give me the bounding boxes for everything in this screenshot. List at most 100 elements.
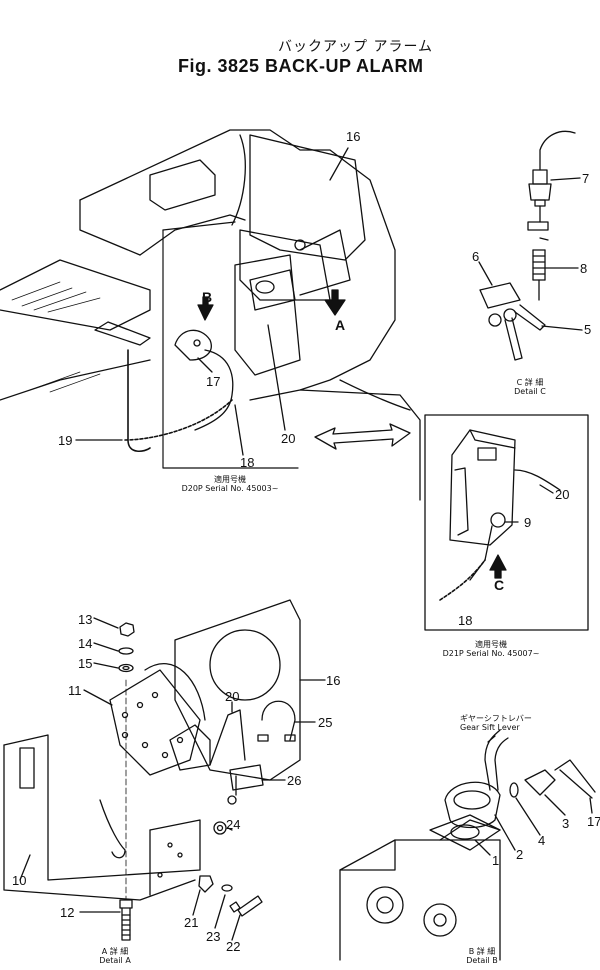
leader-16-top: [329, 147, 349, 181]
caption-gear-lever-en: Gear Sift Lever: [460, 723, 520, 733]
leader-17-lower: [589, 797, 593, 814]
callout-8: 8: [580, 261, 588, 276]
caption-d20p-jp: 適用号機: [214, 475, 246, 484]
caption-gear-lever-jp: ギヤーシフトレバー: [460, 714, 532, 723]
figure-title: Fig. 3825 BACK-UP ALARM: [178, 56, 424, 76]
leader-17-top: [197, 357, 213, 373]
leader-22: [231, 914, 241, 941]
callout-12: 12: [60, 905, 75, 920]
callout-16-lower: 16: [326, 673, 341, 688]
panel-16-lower: [174, 599, 301, 781]
caption-d20p-en: D20P Serial No. 45003~: [181, 484, 279, 494]
arrow-view-b: [197, 296, 214, 321]
callout-4: 4: [538, 833, 546, 848]
washer-4: [509, 782, 519, 798]
callout-20-lower: 20: [225, 689, 240, 704]
hardware-21-24: [198, 821, 263, 917]
figure-title-japanese: バックアップ アラーム: [278, 39, 434, 55]
bolt-12: [119, 899, 133, 941]
leader-24: [227, 827, 233, 831]
callout-26: 26: [287, 773, 302, 788]
caption-d21p-jp: 適用号機: [475, 640, 507, 649]
caption-gear-lever: ギヤーシフトレバー Gear Sift Lever: [460, 714, 532, 732]
spring-8: [532, 237, 549, 301]
leader-3: [544, 794, 566, 816]
caption-detail-c-en: Detail C: [514, 387, 546, 397]
wire-19-lead: [127, 349, 151, 452]
caption-detail-b-jp: B 詳 細: [468, 947, 496, 956]
callout-17-top: 17: [206, 374, 221, 389]
arrow-view-a: [324, 289, 346, 316]
detail-frame-d20p: [162, 229, 299, 469]
caption-d21p-en: D21P Serial No. 45007~: [442, 649, 540, 659]
callout-1: 1: [492, 853, 500, 868]
mount-plate-11: [109, 663, 211, 776]
caption-detail-a-en: Detail A: [99, 956, 131, 966]
caption-d21p: 適用号機 D21P Serial No. 45007~: [426, 640, 556, 658]
callout-16-top: 16: [346, 129, 361, 144]
wire-18-d21p: [439, 559, 486, 601]
lever-housing-1: [429, 781, 501, 851]
alarm-unit-d21p: [449, 429, 561, 581]
callout-20-d21p: 20: [555, 487, 570, 502]
horn-17-top: [174, 329, 234, 431]
leader-2: [494, 814, 516, 851]
caption-d20p: 適用号機 D20P Serial No. 45003~: [170, 475, 290, 493]
switch-7: [527, 130, 576, 231]
leader-20-d21p: [539, 484, 554, 494]
detail-frame-top: [162, 221, 236, 231]
callout-13: 13: [78, 612, 93, 627]
wire-harness-19: [124, 399, 233, 441]
mount-plate-16-top: [239, 134, 366, 301]
callout-24: 24: [226, 817, 241, 832]
caption-detail-c-jp: C 詳 細: [516, 378, 544, 387]
view-marker-c: C: [494, 577, 505, 593]
callout-11: 11: [68, 683, 82, 698]
view-marker-b: B: [202, 289, 213, 305]
callout-18-top: 18: [240, 455, 255, 470]
callout-7: 7: [582, 171, 590, 186]
leader-gear-lever: [487, 735, 496, 743]
switch-3: [524, 759, 596, 799]
leader-5: [541, 325, 583, 331]
leader-21: [192, 889, 201, 916]
view-marker-a: A: [335, 317, 346, 333]
fasteners-13-15: [118, 622, 135, 673]
gear-lever: [484, 729, 509, 791]
caption-detail-b: B 詳 細 Detail B: [452, 947, 512, 965]
bracket-6: [479, 282, 546, 361]
callout-6: 6: [472, 249, 480, 264]
callout-22: 22: [226, 939, 241, 954]
wire-20-lower: [209, 709, 246, 766]
caption-detail-b-en: Detail B: [466, 956, 498, 966]
leader-14: [93, 642, 119, 652]
leader-13: [93, 617, 119, 629]
tractor-body-outline: [0, 129, 421, 501]
arrow-view-c: [489, 554, 507, 579]
leader-6: [478, 261, 493, 286]
caption-detail-a: A 詳 細 Detail A: [85, 947, 145, 965]
callout-19: 19: [58, 433, 73, 448]
caption-detail-a-jp: A 詳 細: [101, 947, 129, 956]
tractor-hatching: [11, 281, 101, 393]
leader-1: [474, 839, 491, 856]
callout-3: 3: [562, 816, 570, 831]
callout-10: 10: [12, 873, 27, 888]
engine-block: [339, 819, 501, 961]
caption-detail-c: C 詳 細 Detail C: [500, 378, 560, 396]
callout-14: 14: [78, 636, 93, 651]
leader-4: [515, 797, 541, 836]
callout-9: 9: [524, 515, 532, 530]
leader-11: [83, 689, 113, 706]
leader-18-top: [234, 404, 244, 456]
leader-23: [214, 894, 226, 929]
callout-23: 23: [206, 929, 221, 944]
leader-20-top: [267, 324, 286, 431]
callout-17-lower: 17: [587, 814, 600, 829]
callout-18-d21p: 18: [458, 613, 473, 628]
cover-10: [3, 734, 201, 901]
alarm-unit-top: [234, 229, 351, 376]
double-arrow: [314, 423, 411, 450]
callout-21: 21: [184, 915, 199, 930]
